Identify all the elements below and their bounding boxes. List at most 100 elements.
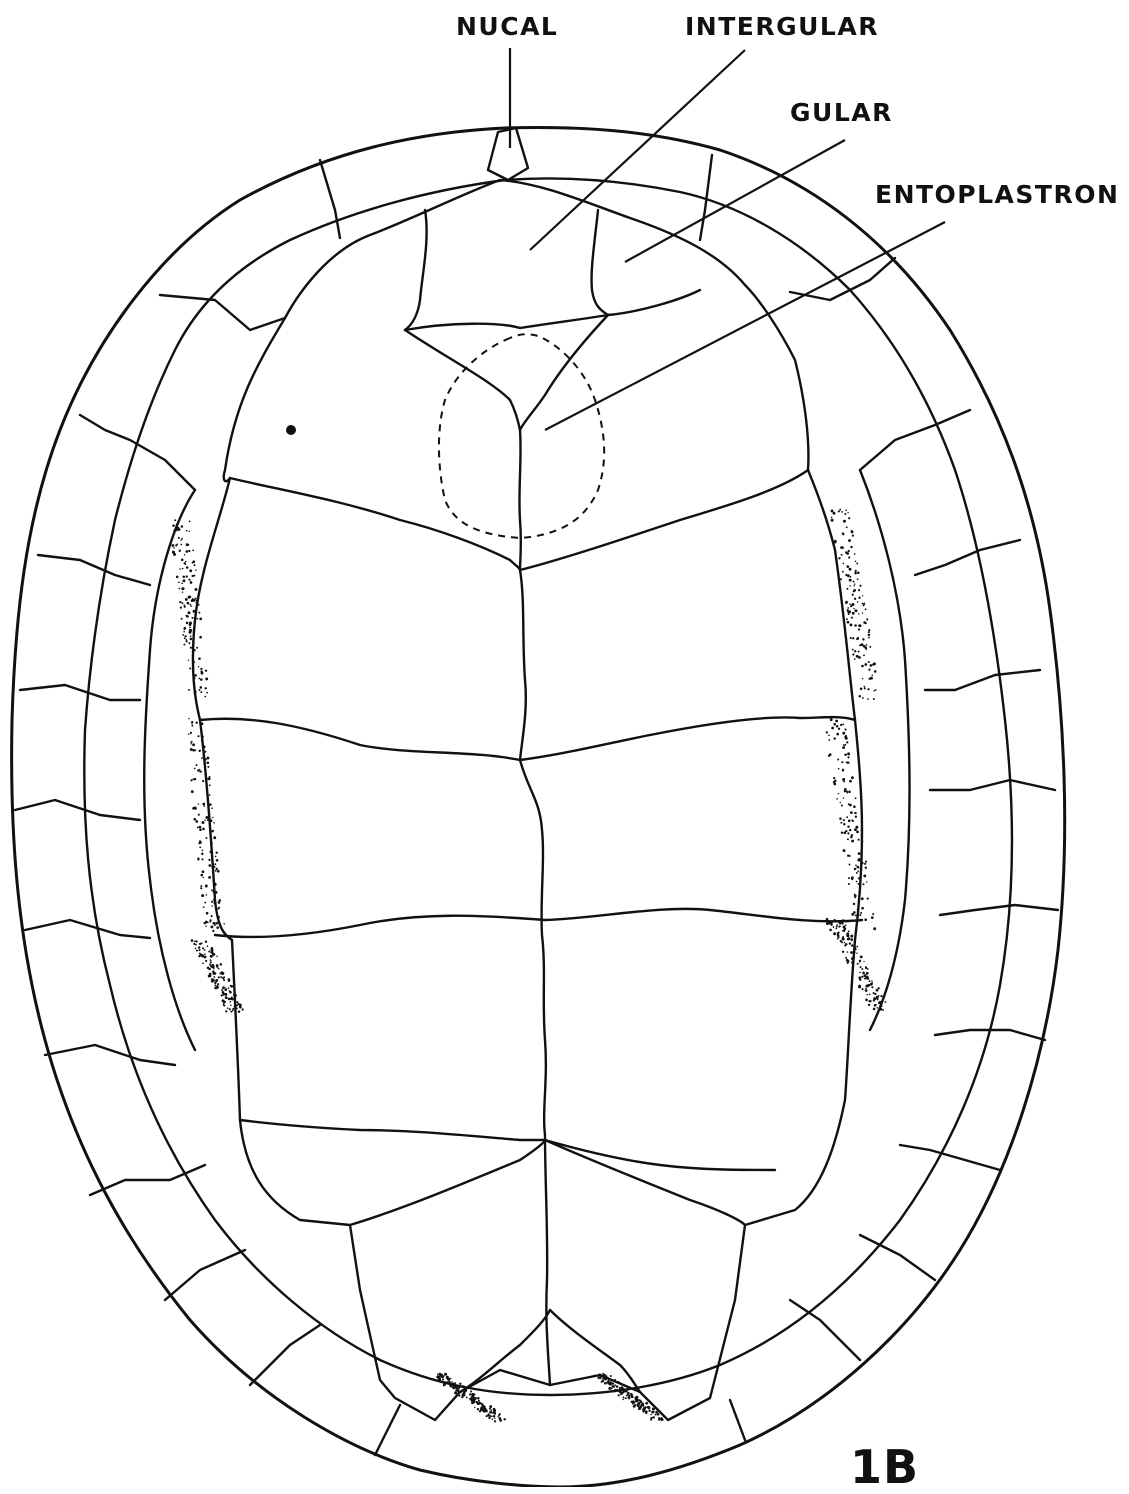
stipple-dot [474, 1407, 475, 1408]
stipple-dot [201, 894, 204, 897]
stipple-dot [216, 859, 219, 862]
stipple-dot [851, 913, 854, 916]
stipple-dot [196, 949, 198, 951]
stipple-dot [645, 1402, 648, 1405]
stipple-dot [183, 631, 185, 633]
stipple-dot [627, 1392, 630, 1395]
stipple-dot [186, 622, 189, 625]
stipple-dot [618, 1394, 620, 1396]
stipple-dot [185, 615, 187, 617]
stipple-dot [857, 601, 859, 603]
stipple-dot [188, 660, 189, 661]
stipple-dot [860, 912, 862, 914]
stipple-dot [855, 570, 857, 572]
stipple-dot [184, 554, 185, 555]
stipple-dot [610, 1382, 613, 1385]
stipple-dot [198, 814, 200, 816]
stipple-dot [631, 1395, 634, 1398]
nucal-scute [488, 128, 528, 180]
humeral-dot-mark [286, 425, 296, 435]
stipple-dot [203, 906, 205, 908]
stipple-dot [486, 1409, 488, 1411]
stipple-dot [476, 1401, 479, 1404]
stipple-dot [185, 561, 187, 563]
stipple-dot [857, 578, 859, 580]
stipple-dot [188, 550, 190, 552]
stipple-dot [197, 859, 199, 861]
plastron-midline [520, 570, 550, 1385]
stipple-dot [858, 839, 860, 841]
stipple-dot [198, 803, 199, 804]
stipple-dot [852, 535, 854, 537]
stipple-dot [869, 994, 871, 996]
stipple-dot [842, 732, 845, 735]
stipple-dot [198, 842, 200, 844]
stipple-dot [181, 559, 184, 562]
stipple-dot [849, 603, 851, 605]
stipple-dot [848, 517, 850, 519]
stipple-dot [493, 1415, 496, 1418]
stipple-dot [836, 926, 838, 928]
stipple-dot [191, 721, 193, 723]
stipple-dot [217, 908, 219, 910]
label-intergular: INTERGULAR [685, 14, 879, 39]
stipple-dot [174, 519, 176, 521]
stipple-dot [855, 816, 857, 818]
stipple-dot [859, 644, 861, 646]
stipple-dot [200, 670, 202, 672]
stipple-dot [873, 927, 876, 930]
label-nucal: NUCAL [456, 14, 558, 39]
stipple-dot [179, 588, 181, 590]
stipple-dot [200, 678, 203, 681]
stipple-dot [210, 925, 213, 928]
stipple-dot [494, 1418, 495, 1419]
stipple-dot [847, 951, 849, 953]
stipple-dot [863, 654, 865, 656]
stipple-dot [215, 870, 217, 872]
stipple-dot [844, 728, 846, 730]
stipple-dot [868, 661, 870, 663]
stipple-dot [202, 870, 205, 873]
stipple-dot [442, 1379, 444, 1381]
stipple-dot [195, 569, 196, 570]
stipple-dot [217, 983, 219, 985]
stipple-dot [213, 836, 216, 839]
stipple-dot [230, 985, 232, 987]
stipple-dot [645, 1412, 647, 1414]
stipple-dot [184, 627, 187, 630]
stipple-dot [858, 628, 860, 630]
stipple-dot [845, 737, 848, 740]
stipple-dot [859, 585, 861, 587]
stipple-dot [201, 858, 203, 860]
stipple-dot [193, 778, 195, 780]
stipple-dot [865, 649, 866, 650]
stipple-dot [503, 1418, 505, 1420]
stipple-dot [884, 1001, 886, 1003]
stipple-dot [826, 918, 829, 921]
stipple-dot [199, 829, 202, 832]
stipple-dot [847, 825, 849, 827]
stipple-dot [477, 1397, 480, 1400]
stipple-dot [640, 1405, 642, 1407]
stipple-dot [865, 988, 867, 990]
stipple-dot [843, 819, 845, 821]
stipple-dot [640, 1400, 642, 1402]
stipple-dot [223, 1002, 225, 1004]
stipple-dot [842, 532, 844, 534]
stipple-dot [866, 881, 867, 882]
stipple-dot [207, 757, 210, 760]
stipple-dot [461, 1396, 463, 1398]
stipple-dot [862, 638, 864, 640]
stipple-dot [441, 1375, 443, 1377]
label-entoplastron: ENTOPLASTRON [875, 182, 1119, 207]
stipple-dot [852, 581, 854, 583]
stipple-dot [202, 821, 205, 824]
stipple-dot [873, 698, 875, 700]
stipple-dot [850, 637, 852, 639]
stipple-dot [190, 629, 193, 632]
stipple-dot [200, 887, 202, 889]
stipple-dot [182, 568, 184, 570]
stipple-dot [650, 1414, 652, 1416]
stipple-dot [854, 572, 857, 575]
stipple-dot [859, 914, 861, 916]
